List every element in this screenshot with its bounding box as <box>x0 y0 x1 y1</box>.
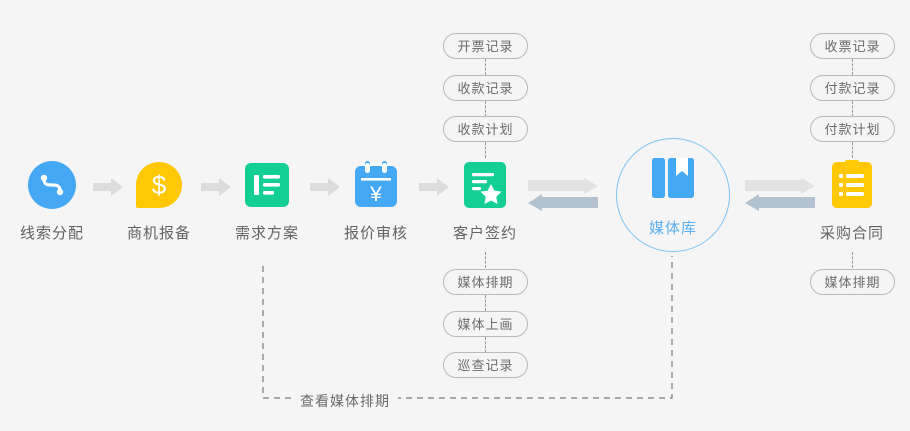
route-circle-icon-wrap <box>0 158 107 212</box>
arrow-right-icon-4 <box>419 178 449 196</box>
arrow-right-icon-2 <box>201 178 231 196</box>
media-library-node[interactable]: 媒体库 <box>616 138 730 252</box>
bottom-path-label: 查看媒体排期 <box>292 391 398 411</box>
stage-label: 采购合同 <box>819 225 884 242</box>
stage-node-quote-review[interactable]: ¥ 报价审核 <box>321 158 431 243</box>
document-lines-icon <box>245 163 289 207</box>
document-lines-icon-wrap <box>212 158 322 212</box>
stage-label: 商机报备 <box>126 225 191 242</box>
pill-payment-record[interactable]: 付款记录 <box>810 75 895 101</box>
contract-star-icon-wrap <box>430 158 540 212</box>
stage-label: 需求方案 <box>234 225 299 242</box>
book-bookmark-icon <box>647 152 699 209</box>
connector-dash <box>485 295 486 311</box>
connector-dash <box>485 59 486 75</box>
stage-label: 客户签约 <box>452 225 517 242</box>
connector-dash <box>852 59 853 75</box>
pill-payment-plan[interactable]: 付款计划 <box>810 116 895 142</box>
pill-invoice-receipt-record[interactable]: 收票记录 <box>810 33 895 59</box>
money-pin-icon: $ <box>136 162 182 208</box>
pill-receipt-record[interactable]: 收款记录 <box>443 75 528 101</box>
stage-node-lead-assignment[interactable]: 线索分配 <box>0 158 107 243</box>
money-pin-icon-wrap: $ <box>104 158 214 212</box>
stage-label: 线索分配 <box>19 225 84 242</box>
connector-dash <box>485 101 486 117</box>
connector-dash <box>485 142 486 158</box>
pill-media-onscreen[interactable]: 媒体上画 <box>443 311 528 337</box>
connector-dash <box>852 252 853 268</box>
connector-dash <box>852 101 853 117</box>
stage-node-requirement-plan[interactable]: 需求方案 <box>212 158 322 243</box>
media-library-label: 媒体库 <box>648 220 697 237</box>
route-circle-icon <box>28 161 76 209</box>
arrow-right-icon-3 <box>310 178 340 196</box>
pill-media-schedule-procurement[interactable]: 媒体排期 <box>810 269 895 295</box>
stage-node-customer-signing[interactable]: 客户签约 <box>430 158 540 243</box>
connector-dash <box>852 142 853 158</box>
clipboard-list-icon-wrap <box>797 158 907 212</box>
svg-text:¥: ¥ <box>369 183 382 206</box>
contract-star-icon <box>464 162 506 208</box>
pill-invoice-record[interactable]: 开票记录 <box>443 33 528 59</box>
pill-inspection-record[interactable]: 巡查记录 <box>443 352 528 378</box>
stage-node-purchase-contract[interactable]: 采购合同 <box>797 158 907 243</box>
connector-dash <box>485 337 486 353</box>
calendar-yuan-icon: ¥ <box>354 161 398 209</box>
stage-label: 报价审核 <box>343 225 408 242</box>
arrow-right-icon-1 <box>93 178 123 196</box>
double-arrow-icon-left <box>528 178 598 212</box>
stage-node-opportunity-report[interactable]: $ 商机报备 <box>104 158 214 243</box>
clipboard-list-icon <box>832 160 872 208</box>
connector-dash <box>485 252 486 268</box>
pill-receipt-plan[interactable]: 收款计划 <box>443 116 528 142</box>
svg-text:$: $ <box>152 170 167 200</box>
calendar-yuan-icon-wrap: ¥ <box>321 158 431 212</box>
double-arrow-icon-right <box>745 178 815 212</box>
pill-media-schedule[interactable]: 媒体排期 <box>443 269 528 295</box>
